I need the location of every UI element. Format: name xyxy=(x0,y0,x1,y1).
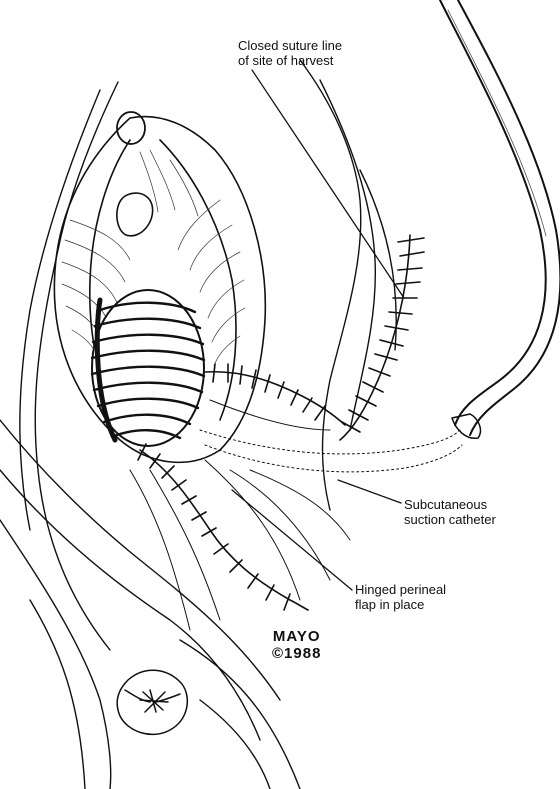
label-hinged-line-2: flap in place xyxy=(355,597,425,612)
credit-year: ©1988 xyxy=(272,645,322,662)
copyright-credit: MAYO ©1988 xyxy=(272,628,321,662)
label-hinged-line-1: Hinged perineal xyxy=(355,582,447,597)
anus xyxy=(116,669,189,736)
flap-suture-line-upper xyxy=(204,363,346,426)
harvest-suture-line xyxy=(339,234,425,441)
label-closed-suture-line: Closed suture line of site of harvest xyxy=(238,38,342,68)
vaginal-canal xyxy=(90,289,206,447)
suction-catheter xyxy=(439,0,560,439)
leader-lines xyxy=(231,69,405,591)
label-hinged-perineal-flap: Hinged perineal flap in place xyxy=(355,582,446,612)
credit-org: MAYO xyxy=(272,628,321,645)
label-subcutaneous-line-1: Subcutaneous xyxy=(404,497,488,512)
label-closed-suture-line-1: Closed suture line xyxy=(238,38,343,53)
body-contours xyxy=(0,59,397,789)
label-subcutaneous-catheter: Subcutaneous suction catheter xyxy=(404,497,496,527)
label-closed-suture-line-2: of site of harvest xyxy=(238,53,334,68)
subcutaneous-track xyxy=(199,429,463,473)
label-subcutaneous-line-2: suction catheter xyxy=(404,512,496,527)
flap-suture-line-lower xyxy=(137,443,309,611)
